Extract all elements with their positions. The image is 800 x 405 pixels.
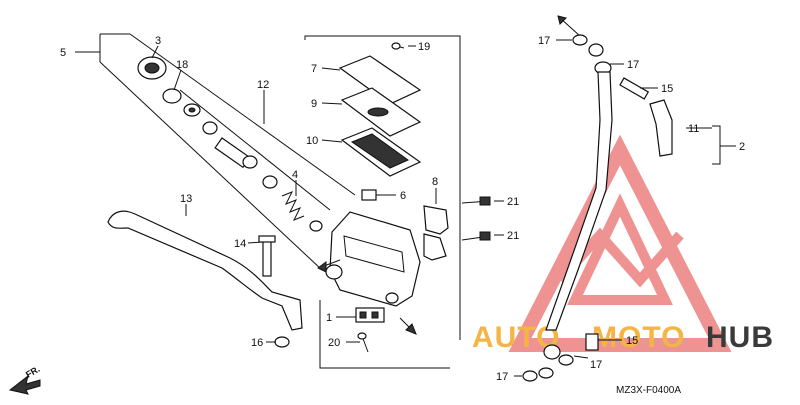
- part-sensor-6: [361, 189, 377, 201]
- watermark-hub: HUB: [706, 321, 774, 354]
- callout-1: 1: [326, 312, 332, 324]
- callout-4: 4: [292, 169, 298, 181]
- watermark-logo: [508, 134, 732, 352]
- callout-17d: 17: [496, 371, 508, 383]
- part-diaphragm: [340, 127, 422, 177]
- part-washer: [183, 103, 201, 117]
- front-marker-label: FR.: [24, 364, 42, 380]
- callout-9: 9: [311, 98, 317, 110]
- callout-2: 2: [739, 141, 745, 153]
- part-holder-8: [423, 205, 449, 261]
- part-brake-hose: [522, 15, 613, 382]
- part-screw-19: [391, 42, 405, 50]
- callout-6: 6: [400, 190, 406, 202]
- callout-18: 18: [176, 59, 188, 71]
- part-joint-11: [649, 99, 673, 157]
- part-bolts-21: [461, 196, 491, 241]
- part-nut: [274, 336, 290, 348]
- bracket-2: [686, 125, 736, 165]
- direction-arrows: [317, 259, 417, 335]
- part-circlip: [162, 88, 182, 104]
- callout-15a: 15: [661, 83, 673, 95]
- callout-16: 16: [251, 337, 263, 349]
- part-plate: [340, 87, 422, 137]
- callout-17b: 17: [627, 59, 639, 71]
- watermark-triangle-outer: [508, 134, 732, 352]
- callout-19: 19: [418, 41, 430, 53]
- callout-21b: 21: [507, 230, 519, 242]
- callout-8: 8: [432, 176, 438, 188]
- callout-13: 13: [180, 193, 192, 205]
- part-boot: [137, 56, 167, 80]
- part-pivot-bolt: [258, 235, 276, 277]
- callout-21a: 21: [507, 196, 519, 208]
- watermark-moto: MOTO: [592, 321, 685, 354]
- bracket-5: [75, 33, 356, 271]
- leader-lines: [151, 39, 658, 377]
- front-marker: FR.: [8, 364, 42, 395]
- callout-5: 5: [60, 47, 66, 59]
- diagram-code: MZ3X-F0400A: [616, 385, 681, 396]
- part-piston: [202, 121, 278, 189]
- callout-10: 10: [306, 135, 318, 147]
- bracket-12: [179, 89, 331, 211]
- part-spring: [281, 191, 323, 232]
- reservoir-box: [304, 35, 461, 369]
- callout-labels: 5 3 18 12 13 14 16 4 7 9 10 6 8 19 1 20 …: [60, 35, 745, 383]
- callout-12: 12: [257, 79, 269, 91]
- callout-15b: 15: [626, 335, 638, 347]
- callout-17a: 17: [538, 35, 550, 47]
- part-master-cylinder: [325, 211, 421, 307]
- watermark-triangle-inner: [567, 193, 673, 305]
- part-switch: [355, 307, 385, 323]
- part-screw-20: [357, 332, 369, 353]
- callout-7: 7: [311, 63, 317, 75]
- callout-14: 14: [234, 238, 246, 250]
- callout-3: 3: [155, 35, 161, 47]
- callout-17c: 17: [590, 359, 602, 371]
- callout-20: 20: [328, 337, 340, 349]
- watermark-text: AUTO MOTO HUB: [472, 321, 774, 354]
- callout-11: 11: [688, 123, 699, 135]
- part-lever: [107, 210, 303, 331]
- part-banjo-bolt-15: [585, 77, 650, 351]
